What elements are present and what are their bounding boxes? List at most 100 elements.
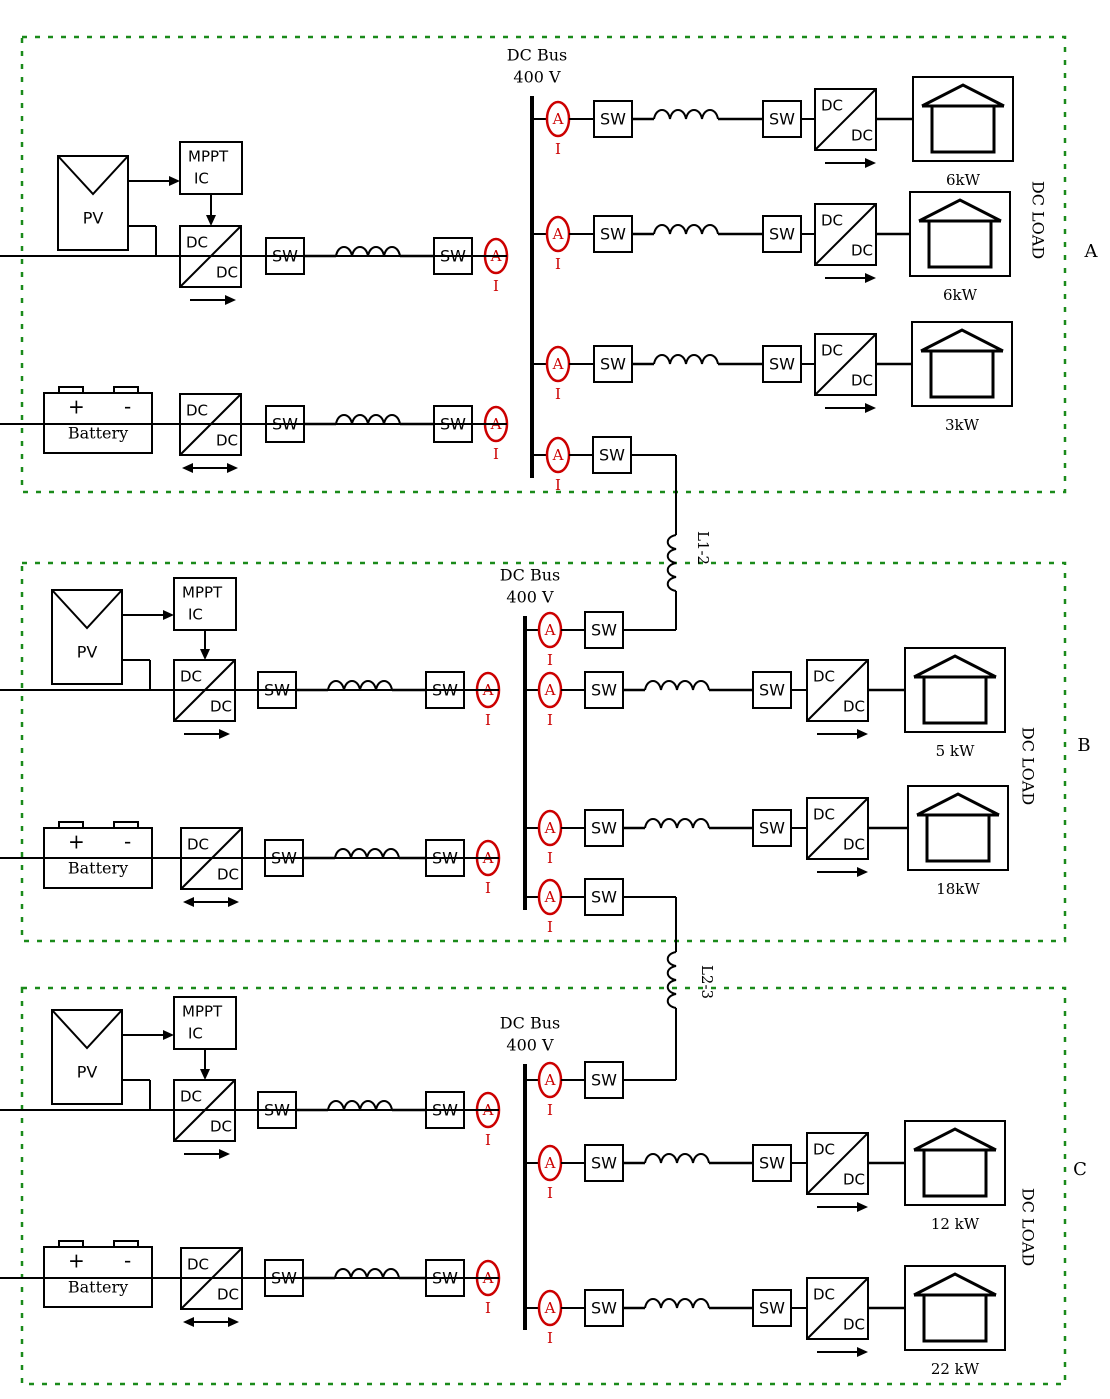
ammeter-label: A <box>544 1299 556 1317</box>
house-roof <box>913 1127 997 1152</box>
bidirectional-arrow-icon <box>183 897 239 907</box>
switch-label: SW <box>759 681 785 700</box>
house-body <box>930 104 996 154</box>
ammeter-label: A <box>552 446 564 464</box>
converter-in-label: DC <box>813 1286 835 1304</box>
pv-panel-icon: PV <box>51 1009 123 1105</box>
inductor-coil <box>327 1100 393 1111</box>
arrow-head <box>163 610 174 620</box>
battery-plus: + <box>68 1249 85 1273</box>
arrow-icon <box>817 729 868 739</box>
house-load-icon <box>911 321 1013 407</box>
inductor-icon <box>653 354 719 365</box>
load-rating: 22 kW <box>931 1360 980 1378</box>
ammeter-icon: AI <box>537 809 563 867</box>
zone-label: B <box>1077 735 1090 756</box>
house-body <box>929 349 995 399</box>
ammeter-icon: AI <box>545 100 571 158</box>
house-load-icon <box>909 191 1011 277</box>
dc-load-label: DC LOAD <box>1019 727 1038 805</box>
inductor-icon <box>327 680 393 691</box>
switch-box: SW <box>593 345 633 383</box>
ammeter-icon: AI <box>537 611 563 669</box>
inductor-icon <box>334 848 400 859</box>
converter-out-label: DC <box>216 264 238 282</box>
current-label: I <box>547 1329 553 1347</box>
switch-label: SW <box>591 888 617 907</box>
load-frame <box>904 647 1006 733</box>
arrow-icon <box>184 729 230 739</box>
inductor-icon <box>334 1268 400 1279</box>
interconnect-label: L1-2 <box>694 531 712 565</box>
switch-box: SW <box>584 878 624 916</box>
switch-box: SW <box>762 215 802 253</box>
converter-out-label: DC <box>217 1286 239 1304</box>
inductor-icon <box>335 246 401 257</box>
ammeter-icon: AI <box>545 345 571 403</box>
converter-out-label: DC <box>843 1171 865 1189</box>
converter-in-label: DC <box>813 668 835 686</box>
inductor-icon <box>666 951 677 1009</box>
ammeter-label: A <box>544 681 556 699</box>
switch-box-frame <box>762 345 802 383</box>
switch-box: SW <box>762 345 802 383</box>
switch-box: SW <box>584 611 624 649</box>
pv-label: PV <box>77 1063 98 1082</box>
house-body <box>922 1293 988 1343</box>
ammeter-icon: AI <box>475 1091 501 1149</box>
mppt-label: IC <box>194 170 209 188</box>
converter-out-label: DC <box>216 432 238 450</box>
converter-out-label: DC <box>210 1118 232 1136</box>
house-body <box>927 219 993 269</box>
switch-label: SW <box>600 110 626 129</box>
arrow-head <box>865 403 876 413</box>
house-load-icon <box>907 785 1009 871</box>
pv-frame <box>57 155 129 251</box>
converter-in-label: DC <box>813 1141 835 1159</box>
inductor-coil <box>653 224 719 235</box>
load-rating: 18kW <box>936 880 980 898</box>
inductor-coil <box>653 109 719 120</box>
pv-cell <box>57 155 129 196</box>
battery-plus: + <box>68 830 85 854</box>
switch-box: SW <box>584 1289 624 1327</box>
arrow-head <box>169 176 180 186</box>
house-roof <box>913 1272 997 1297</box>
dc-bus-label: DC Bus <box>507 46 567 65</box>
switch-label: SW <box>769 225 795 244</box>
inductor-coil <box>666 534 677 592</box>
mppt-label: IC <box>188 606 203 624</box>
current-label: I <box>485 1131 491 1149</box>
ammeter-label: A <box>552 355 564 373</box>
pv-frame <box>51 1009 123 1105</box>
dc-dc-converter-icon: DC DC <box>806 1132 869 1195</box>
converter-in-label: DC <box>186 234 208 252</box>
load-frame <box>904 1265 1006 1351</box>
load-rating: 12 kW <box>931 1215 980 1233</box>
load-frame <box>912 76 1014 162</box>
converter-out-label: DC <box>851 242 873 260</box>
inductor-coil <box>644 1298 710 1309</box>
wire <box>806 1277 869 1340</box>
arrow-head <box>219 729 230 739</box>
switch-box-frame <box>752 671 792 709</box>
converter-in-label: DC <box>180 1088 202 1106</box>
battery-plus: + <box>68 395 85 419</box>
switch-box: SW <box>752 1144 792 1182</box>
arrow-head <box>857 867 868 877</box>
switch-box: SW <box>752 671 792 709</box>
load-rating: 3kW <box>945 416 980 434</box>
mppt-frame <box>179 141 243 195</box>
zone-label: A <box>1084 241 1099 262</box>
ammeter-icon: AI <box>483 405 509 463</box>
arrow-head <box>182 463 193 473</box>
arrow-icon <box>184 1149 230 1159</box>
arrow-icon <box>817 1347 868 1357</box>
current-label: I <box>555 255 561 273</box>
converter-in-label: DC <box>821 342 843 360</box>
